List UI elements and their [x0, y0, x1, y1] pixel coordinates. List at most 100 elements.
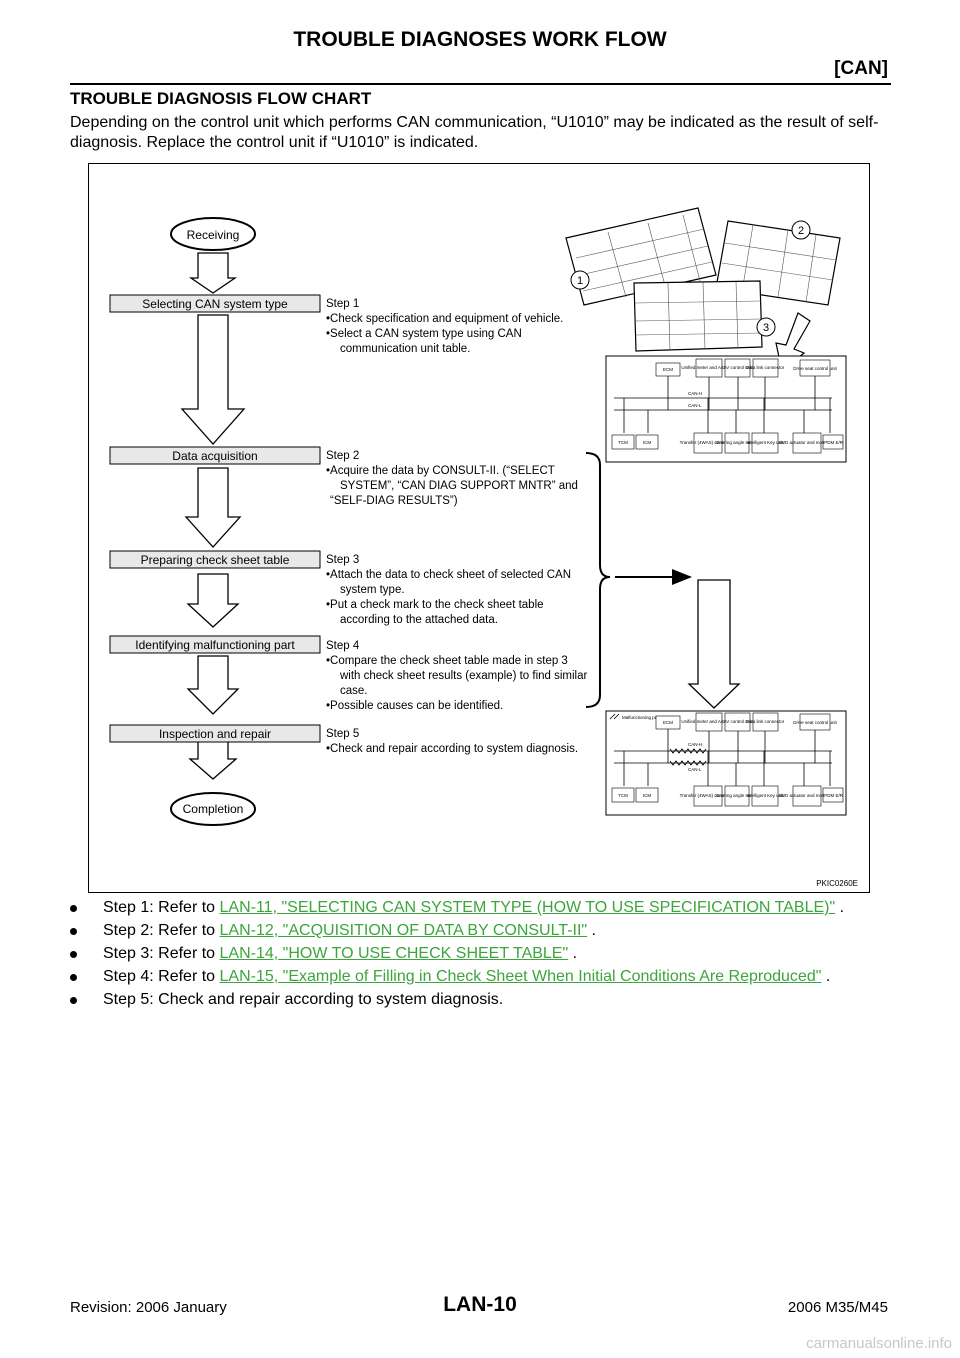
reference-suffix: . — [587, 922, 596, 939]
diagram-bus — [614, 729, 832, 786]
sheet-marker-label: 2 — [798, 225, 804, 237]
malfunction-zigzag — [669, 748, 707, 754]
start-oval — [170, 217, 256, 251]
reference-prefix: Step 1: Refer to — [103, 899, 220, 916]
sheet-marker — [791, 220, 811, 240]
bus-label: CAN-H — [688, 742, 702, 747]
malfunction-zigzag — [669, 760, 707, 766]
reference-link-step-2[interactable]: LAN-12, "ACQUISITION OF DATA BY CONSULT-… — [219, 922, 588, 939]
end-label: Completion — [183, 802, 244, 816]
diagram-unit-label: ECM — [663, 720, 673, 725]
flow-chart-figure: Receiving Completion Selecting CAN syste… — [88, 163, 870, 893]
step-box — [109, 550, 321, 569]
diagram-unit — [751, 432, 779, 454]
step-box-label: Inspection and repair — [159, 727, 271, 741]
diagram-unit — [724, 432, 750, 454]
step-box — [109, 724, 321, 743]
step-line: communication unit table. — [340, 343, 470, 355]
diagram-bottom-row: TCM ICM Transfer (4WAS) control unit Ste… — [611, 432, 844, 454]
diagram-unit-label: ICM — [643, 440, 652, 445]
diagram-unit-label: ECM — [663, 367, 673, 372]
step-line: system type. — [340, 584, 405, 596]
diagram-unit — [751, 785, 779, 807]
reference-link-step-1[interactable]: LAN-11, "SELECTING CAN SYSTEM TYPE (HOW … — [219, 899, 836, 916]
step-box — [109, 294, 321, 313]
step-line: “SELF-DIAG RESULTS”) — [330, 495, 458, 507]
diagram-unit — [752, 358, 779, 378]
step-line: SYSTEM”, “CAN DIAG SUPPORT MNTR” and — [340, 480, 578, 492]
diagram-unit — [792, 432, 822, 454]
section-label: [CAN] — [834, 58, 888, 79]
step-box — [109, 446, 321, 465]
step-line: •Select a CAN system type using CAN — [326, 328, 522, 340]
diagram-unit — [635, 787, 659, 803]
diagram-unit-label: 4WD actuator and motor unit — [778, 793, 836, 798]
flow-arrow — [188, 252, 238, 294]
sheet-marker — [570, 270, 590, 290]
step-line: •Possible causes can be identified. — [326, 700, 503, 712]
diagram-unit-label: TCM — [618, 440, 628, 445]
diagram-bottom-row: TCM ICM Transfer (4WAS) control unit Ste… — [611, 785, 844, 807]
sheet-grid — [575, 214, 713, 298]
end-oval — [170, 792, 256, 826]
diagram-unit — [693, 785, 723, 807]
flow-arrow — [180, 314, 246, 445]
result-diagram: Malfunctioning part ECM Unified meter an… — [605, 710, 847, 816]
check-sheet-thumbnails: 1 2 3 — [565, 207, 841, 373]
diagram-top-row: ECM Unified meter and A/C amp. AV contro… — [655, 358, 838, 378]
step-line: •Attach the data to check sheet of selec… — [326, 569, 571, 581]
diagram-unit-label: Transfer (4WAS) control unit — [680, 440, 737, 445]
bullet-icon — [70, 905, 77, 912]
diagram-unit — [724, 785, 750, 807]
diagram-unit-label: Intelligent Key unit — [747, 793, 785, 798]
step-box-label: Preparing check sheet table — [141, 553, 290, 567]
step-line: case. — [340, 685, 368, 697]
flow-arrows — [180, 252, 741, 780]
flow-arrow — [687, 579, 741, 709]
diagram-unit — [752, 712, 779, 732]
reference-link-step-4[interactable]: LAN-15, "Example of Filling in Check She… — [219, 968, 822, 985]
diagram-unit-label: Data link connector — [746, 719, 785, 724]
sheet-marker-label: 1 — [577, 275, 583, 287]
footer-model: 2006 M35/M45 — [787, 1299, 888, 1316]
step-title: Step 4 — [326, 640, 360, 652]
diagram-unit-label: ICM — [643, 793, 652, 798]
reference-text: Step 5: Check and repair according to sy… — [103, 991, 504, 1008]
step-title: Step 1 — [326, 298, 359, 310]
reference-suffix: . — [835, 899, 845, 916]
step-line: with check sheet results (example) to fi… — [339, 670, 588, 682]
reference-suffix: . — [568, 945, 578, 962]
malfunction-legend-mark — [613, 713, 620, 720]
step-line: •Check specification and equipment of ve… — [326, 313, 563, 325]
diagram-unit-label: Transfer (4WAS) control unit — [680, 793, 737, 798]
flow-arrow — [186, 655, 240, 715]
step-box — [109, 635, 321, 654]
bus-label: CAN-H — [688, 391, 702, 396]
watermark: carmanualsonline.info — [806, 1335, 952, 1352]
page-title: TROUBLE DIAGNOSES WORK FLOW — [293, 28, 667, 51]
intro-paragraph: Depending on the control unit which perf… — [70, 114, 879, 151]
bullet-icon — [70, 997, 77, 1004]
diagram-unit-label: Steering angle sensor — [715, 440, 759, 445]
diagram-unit — [635, 434, 659, 450]
bullet-icon — [70, 928, 77, 935]
diagram-unit-label: Data link connector — [746, 365, 785, 370]
step-line: •Check and repair according to system di… — [326, 743, 578, 755]
step-box-label: Data acquisition — [172, 449, 257, 463]
diagram-unit-label: Drive seat control unit — [793, 720, 837, 725]
reference-suffix: . — [821, 968, 831, 985]
step-box-label: Selecting CAN system type — [142, 297, 288, 311]
sheet-marker-label: 3 — [763, 322, 769, 334]
step-line: •Acquire the data by CONSULT-II. (“SELEC… — [326, 465, 555, 477]
bus-label: CAN-L — [688, 403, 702, 408]
diagram-unit-label: Unified meter and A/C amp. — [681, 719, 736, 724]
can-system-diagram: ECM Unified meter and A/C amp. AV contro… — [605, 355, 847, 463]
step-line: •Put a check mark to the check sheet tab… — [326, 599, 544, 611]
step-boxes: Selecting CAN system type Data acquisiti… — [109, 294, 321, 743]
figure-id: PKIC0260E — [816, 879, 858, 888]
diagram-unit-label: AV control unit — [724, 719, 754, 724]
reference-link-step-3[interactable]: LAN-14, "HOW TO USE CHECK SHEET TABLE" — [219, 945, 569, 962]
step-descriptions: Step 1 •Check specification and equipmen… — [326, 298, 588, 755]
step-title: Step 5 — [326, 728, 359, 740]
sheet-marker — [756, 317, 776, 337]
